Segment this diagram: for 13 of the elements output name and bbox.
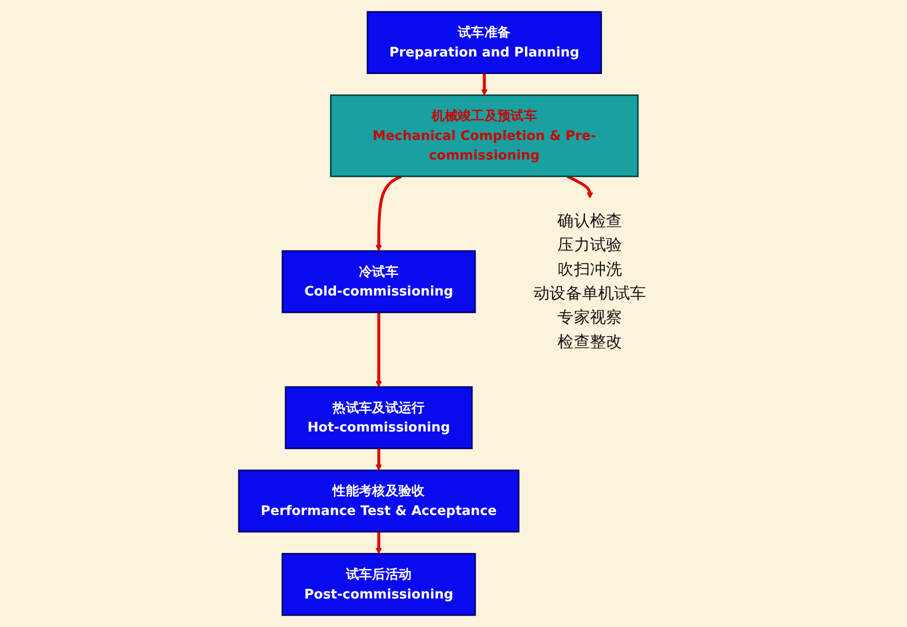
- arrow: [566, 175, 594, 199]
- arrow: [376, 532, 382, 554]
- arrow: [376, 448, 382, 471]
- node-box: 机械竣工及预试车 Mechanical Completion & Pre-commissioning: [330, 94, 639, 178]
- node-box: 热试车及试运行 Hot-commissioning: [284, 386, 473, 450]
- node-box: 冷试车 Cold-commissioning: [282, 250, 476, 314]
- arrow: [376, 312, 382, 388]
- node-box: 试车准备 Preparation and Planning: [366, 11, 602, 74]
- node-text: 确认检查 压力试验 吹扫冲洗 动设备单机试车 专家视察 检查整改: [534, 212, 646, 352]
- node-box: 试车后活动 Post-commissioning: [282, 552, 476, 616]
- node-box: 性能考核及验收 Performance Test & Acceptance: [238, 470, 520, 532]
- arrow: [376, 175, 402, 252]
- arrow: [481, 73, 488, 96]
